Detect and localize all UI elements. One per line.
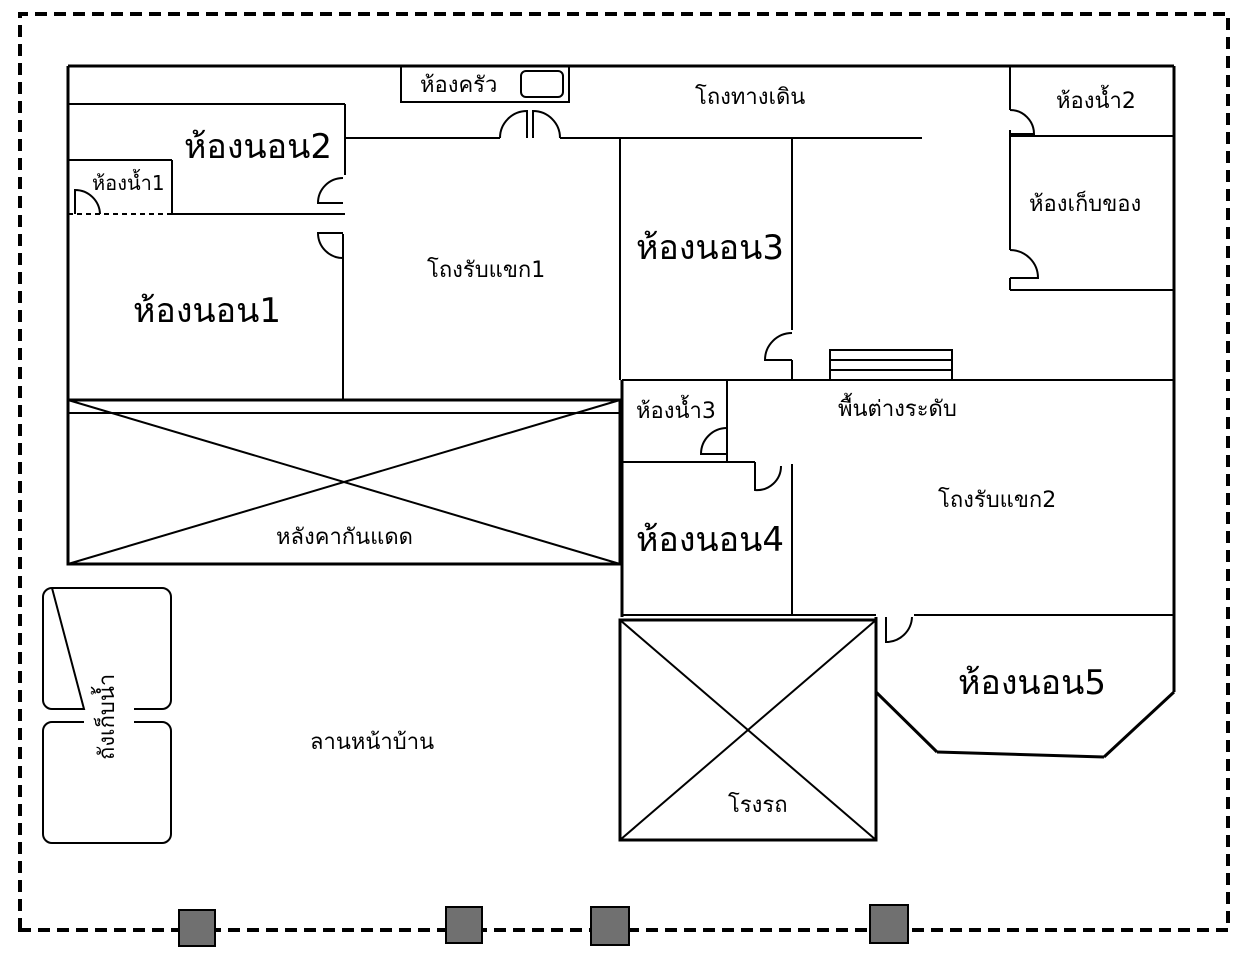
label-bedroom1: ห้องนอน1 [133, 291, 281, 331]
label-bathroom2: ห้องน้ำ2 [1056, 85, 1136, 114]
garage-area [618, 618, 878, 842]
label-garage: โรงรถ [728, 792, 788, 818]
canopy-area [66, 398, 622, 566]
label-living2: โถงรับแขก2 [938, 487, 1056, 513]
water-tanks [42, 586, 172, 844]
label-split-level: พื้นต่างระดับ [838, 393, 957, 422]
label-hallway: โถงทางเดิน [695, 84, 805, 110]
label-storage: ห้องเก็บของ [1029, 189, 1141, 217]
interior-walls [68, 65, 1174, 616]
label-bedroom3: ห้องนอน3 [636, 228, 784, 268]
gate-post [590, 906, 630, 946]
label-living1: โถงรับแขก1 [427, 257, 545, 283]
property-boundary [18, 12, 1230, 932]
doors [74, 109, 1040, 644]
label-bathroom1: ห้องน้ำ1 [92, 169, 165, 195]
label-canopy: หลังคากันแดด [276, 525, 413, 550]
gate-post [445, 906, 483, 944]
label-bathroom3: ห้องน้ำ3 [636, 395, 716, 424]
label-water-tank: ถังเก็บน้ำ [91, 674, 120, 760]
label-front-yard: ลานหน้าบ้าน [310, 730, 434, 755]
label-kitchen: ห้องครัว [420, 73, 497, 98]
gate-post [178, 909, 216, 947]
gate-post [869, 904, 909, 944]
label-bedroom5: ห้องนอน5 [958, 663, 1106, 703]
label-bedroom4: ห้องนอน4 [636, 520, 784, 560]
label-bedroom2: ห้องนอน2 [184, 127, 332, 167]
